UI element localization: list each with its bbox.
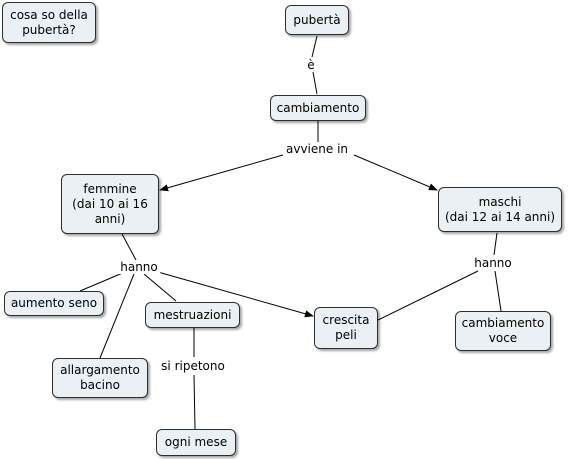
node-mestruazioni[interactable]: mestruazioni [145,302,240,328]
line-hanno-mestruazioni [143,273,177,302]
node-maschi[interactable]: maschi (dai 12 ai 14 anni) [438,187,562,232]
link-label-hanno-maschi: hanno [472,256,514,270]
line-maschi-hanno [493,232,498,256]
line-siripetono-ognimese [193,374,196,430]
link-label-hanno-femmine: hanno [118,260,160,274]
node-crescita-peli[interactable]: crescita peli [314,307,378,349]
line-hanno-crescita [377,270,479,321]
node-ogni-mese[interactable]: ogni mese [156,429,236,456]
node-cambiamento-voce[interactable]: cambiamento voce [455,311,551,351]
link-label-avviene-in: avviene in [283,142,351,156]
node-femmine[interactable]: femmine (dai 10 ai 16 anni) [61,174,159,234]
node-allargamento-bacino[interactable]: allargamento bacino [52,358,148,398]
line-hanno-aumento [79,271,126,292]
line-puberta-e [311,35,318,58]
arrow-avviene-femmine [159,154,284,192]
node-aumento-seno[interactable]: aumento seno [4,291,104,316]
link-label-si-ripetono: si ripetono [159,359,227,373]
line-hanno-voce [494,270,502,312]
node-question[interactable]: cosa so della pubertà? [2,2,96,43]
line-hanno-bacino [99,273,135,359]
arrow-hanno-crescita [157,271,314,318]
arrow-avviene-maschi [353,154,438,191]
node-puberta[interactable]: pubertà [285,5,349,35]
link-label-e: è [305,58,317,72]
line-e-cambiamento [312,71,318,95]
line-femmine-hanno [121,233,137,261]
node-cambiamento[interactable]: cambiamento [270,95,366,121]
